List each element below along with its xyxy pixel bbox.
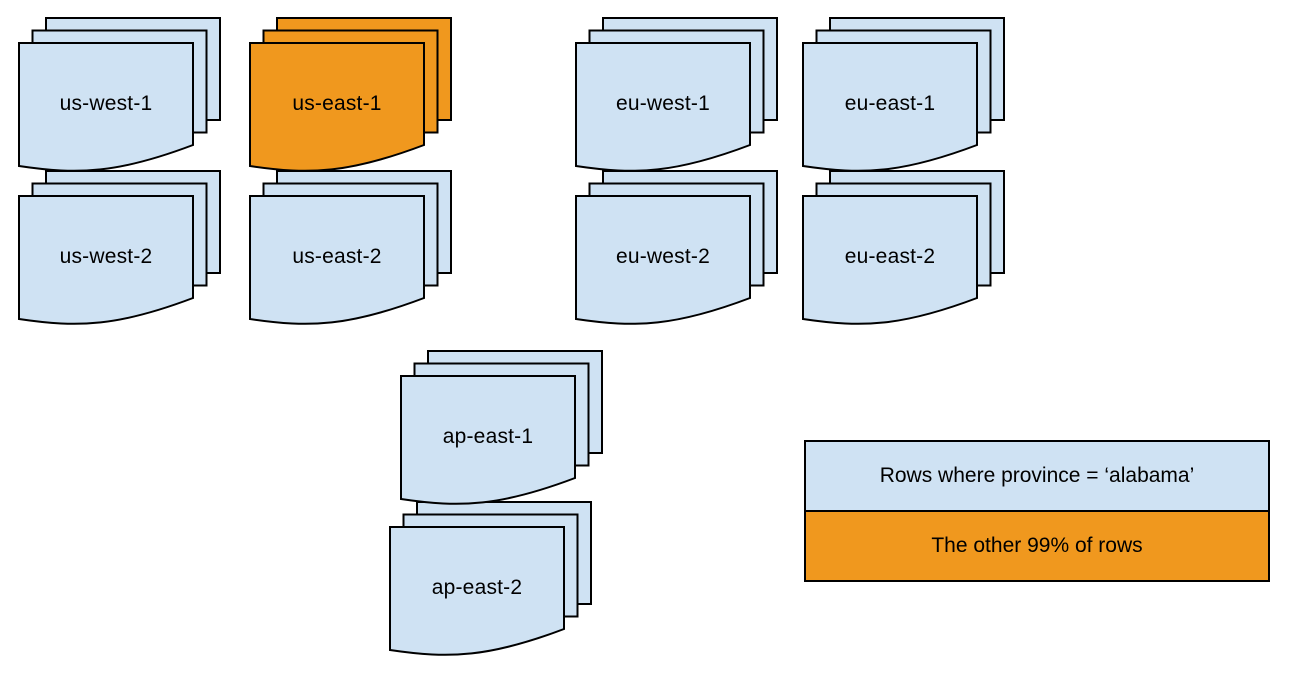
document-stack-ap-east-2: ap-east-2 <box>389 501 597 665</box>
document-stack-us-east-2: us-east-2 <box>249 170 457 334</box>
document-stack-us-west-2: us-west-2 <box>18 170 226 334</box>
stacked-documents-icon <box>575 17 778 172</box>
legend-item-other-rows: The other 99% of rows <box>806 510 1268 580</box>
stacked-documents-icon <box>18 17 221 172</box>
document-stack-us-west-1: us-west-1 <box>18 17 226 181</box>
stacked-documents-icon <box>400 350 603 505</box>
document-stack-eu-west-2: eu-west-2 <box>575 170 783 334</box>
legend-item-alabama-rows: Rows where province = ‘alabama’ <box>806 442 1268 510</box>
document-stack-eu-west-1: eu-west-1 <box>575 17 783 181</box>
stacked-documents-icon <box>249 17 452 172</box>
legend-label-other-rows: The other 99% of rows <box>931 534 1143 557</box>
stacked-documents-icon <box>802 170 1005 325</box>
legend-label-alabama-rows: Rows where province = ‘alabama’ <box>879 464 1195 487</box>
document-stack-eu-east-2: eu-east-2 <box>802 170 1010 334</box>
stacked-documents-icon <box>802 17 1005 172</box>
document-stack-eu-east-1: eu-east-1 <box>802 17 1010 181</box>
stacked-documents-icon <box>18 170 221 325</box>
stacked-documents-icon <box>389 501 592 656</box>
document-stack-us-east-1: us-east-1 <box>249 17 457 181</box>
stacked-documents-icon <box>575 170 778 325</box>
document-stack-ap-east-1: ap-east-1 <box>400 350 608 514</box>
stacked-documents-icon <box>249 170 452 325</box>
legend: Rows where province = ‘alabama’ The othe… <box>804 440 1270 582</box>
